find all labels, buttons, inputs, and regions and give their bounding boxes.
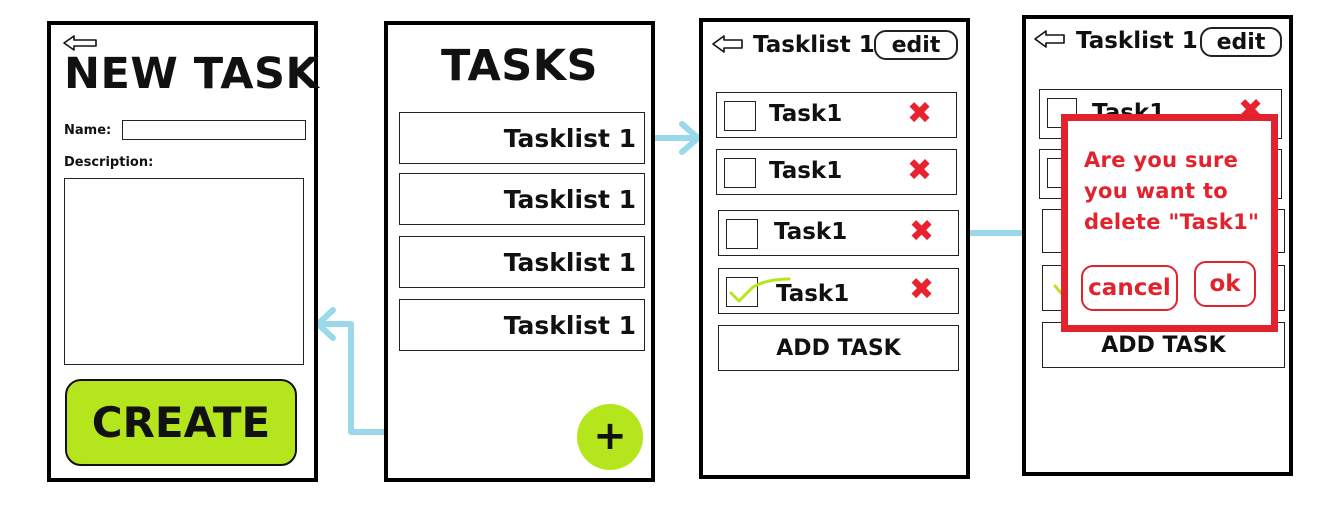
task-checkbox[interactable] [724, 158, 756, 188]
header-title: Tasklist 1 [1076, 28, 1198, 54]
create-button-label: CREATE [91, 398, 271, 447]
page-title: NEW TASK [64, 49, 320, 99]
delete-icon[interactable]: ✖ [909, 214, 935, 249]
task-checkbox[interactable] [724, 101, 756, 131]
page-title: TASKS [441, 41, 599, 91]
edit-button[interactable]: edit [874, 30, 958, 60]
delete-icon[interactable]: ✖ [907, 96, 933, 131]
tasklist-item-label: Tasklist 1 [503, 123, 636, 153]
tasklist-item[interactable]: Tasklist 1 [399, 173, 645, 225]
tasklist-item[interactable]: Tasklist 1 [399, 299, 645, 351]
tasklist-item[interactable]: Tasklist 1 [399, 112, 645, 164]
delete-icon[interactable]: ✖ [909, 272, 935, 307]
plus-icon: + [593, 413, 627, 459]
dialog-message: Are you sure you want to delete "Task1" [1084, 145, 1259, 238]
task-row: Task1 ✖ [718, 210, 959, 256]
new-task-screen: NEW TASK Name: Description: CREATE [47, 21, 320, 482]
name-label: Name: [64, 123, 112, 138]
task-row: Task1 ✖ [716, 92, 957, 138]
back-arrow-icon[interactable] [711, 34, 745, 54]
description-label: Description: [64, 155, 154, 170]
dialog-message-line: you want to [1084, 179, 1229, 203]
back-arrow-icon[interactable] [1033, 29, 1067, 49]
task-label: Task1 [769, 158, 843, 184]
add-task-button[interactable]: ADD TASK [718, 325, 959, 371]
dialog-message-line: Are you sure [1084, 148, 1239, 172]
add-task-button-label: ADD TASK [1101, 332, 1226, 358]
cancel-button[interactable]: cancel [1081, 265, 1178, 311]
edit-button-label: edit [891, 32, 941, 58]
add-tasklist-button[interactable]: + [577, 404, 643, 470]
task-label: Task1 [776, 281, 850, 307]
task-label: Task1 [774, 219, 848, 245]
confirm-delete-screen: Tasklist 1 edit Task1 ✖ ADD TASK Are you… [1022, 15, 1293, 476]
add-task-button-label: ADD TASK [776, 335, 901, 361]
delete-icon[interactable]: ✖ [907, 153, 933, 188]
edit-button[interactable]: edit [1200, 27, 1282, 57]
confirm-dialog: Are you sure you want to delete "Task1" … [1061, 114, 1278, 332]
task-label: Task1 [769, 101, 843, 127]
ok-button-label: ok [1209, 271, 1241, 297]
task-row: Task1 ✖ [718, 268, 959, 314]
ok-button[interactable]: ok [1194, 261, 1256, 307]
tasklist-item-label: Tasklist 1 [503, 247, 636, 277]
tasklist-item-label: Tasklist 1 [503, 184, 636, 214]
tasklist-item[interactable]: Tasklist 1 [399, 236, 645, 288]
create-button[interactable]: CREATE [65, 379, 297, 466]
cancel-button-label: cancel [1088, 275, 1171, 301]
dialog-message-line: delete "Task1" [1084, 210, 1260, 234]
task-checkbox[interactable] [726, 219, 758, 249]
tasklist-item-label: Tasklist 1 [503, 310, 636, 340]
name-field[interactable] [122, 120, 306, 140]
description-field[interactable] [64, 178, 304, 365]
tasks-screen: TASKS Tasklist 1 Tasklist 1 Tasklist 1 T… [384, 21, 655, 482]
tasklist-screen: Tasklist 1 edit Task1 ✖ Task1 ✖ Task1 ✖ … [699, 18, 970, 479]
task-row: Task1 ✖ [716, 149, 957, 195]
checkmark-icon [729, 277, 791, 303]
back-arrow-icon[interactable] [62, 34, 100, 52]
edit-button-label: edit [1216, 29, 1266, 55]
header-title: Tasklist 1 [753, 32, 875, 58]
